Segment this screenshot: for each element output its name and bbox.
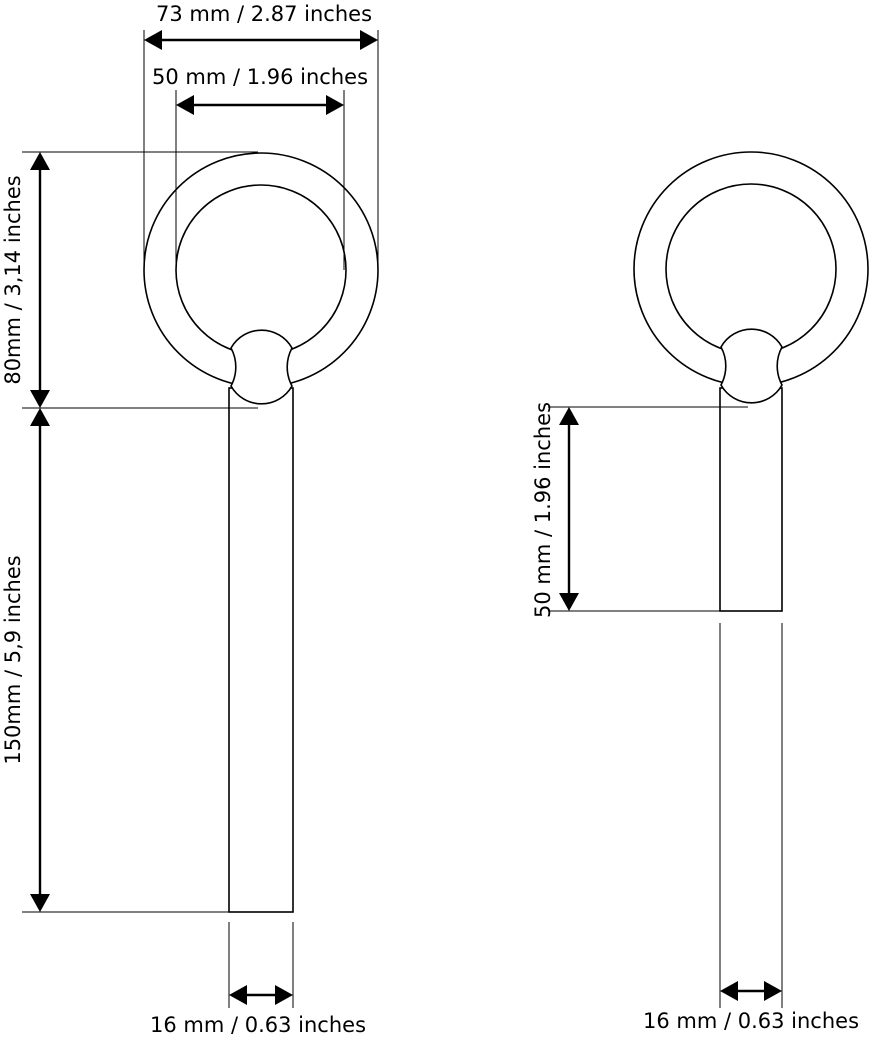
long-bar-length-label: 150mm / 5,9 inches — [1, 555, 25, 764]
ring-inner-width-label: 50 mm / 1.96 inches — [152, 65, 368, 89]
extension-lines-right — [548, 406, 783, 1008]
dim-ring-height: 80mm / 3,14 inches — [1, 152, 50, 408]
dim-ring-inner-width: 50 mm / 1.96 inches — [152, 65, 368, 115]
short-bar-width-label: 16 mm / 0.63 inches — [643, 1009, 859, 1033]
long-bar-width-label: 16 mm / 0.63 inches — [150, 1013, 366, 1037]
dim-long-bar-width: 16 mm / 0.63 inches — [150, 985, 366, 1037]
ring-joint-knob — [230, 329, 293, 405]
short-bar — [719, 387, 783, 612]
ring-height-label: 80mm / 3,14 inches — [1, 175, 25, 384]
long-handle — [143, 152, 379, 913]
dim-ring-outer-width: 73 mm / 2.87 inches — [144, 2, 378, 50]
dim-short-bar-width: 16 mm / 0.63 inches — [643, 981, 859, 1033]
long-bar — [228, 387, 294, 913]
extension-lines-left — [22, 30, 379, 1008]
ring-outer-width-label: 73 mm / 2.87 inches — [156, 2, 372, 26]
ring-joint-knob-right — [720, 328, 783, 404]
short-bar-length-label: 50 mm / 1.96 inches — [531, 402, 555, 618]
short-handle — [633, 151, 869, 612]
dim-short-bar-length: 50 mm / 1.96 inches — [531, 402, 579, 618]
dim-long-bar-length: 150mm / 5,9 inches — [1, 408, 50, 912]
